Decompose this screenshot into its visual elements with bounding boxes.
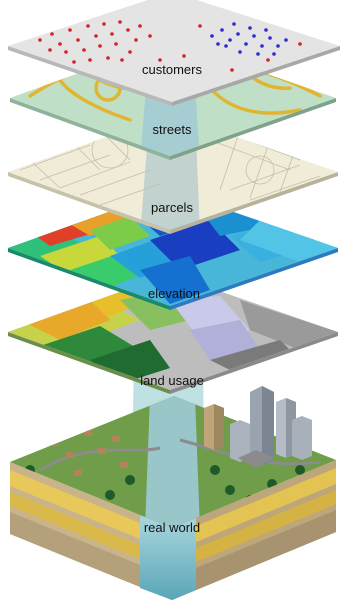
label-elevation: elevation (148, 286, 200, 301)
label-real-world: real world (144, 520, 200, 535)
label-streets: streets (152, 122, 192, 137)
label-land-usage: land usage (140, 373, 204, 388)
label-customers: customers (142, 62, 202, 77)
label-parcels: parcels (151, 200, 193, 215)
real-world-block (10, 386, 336, 600)
